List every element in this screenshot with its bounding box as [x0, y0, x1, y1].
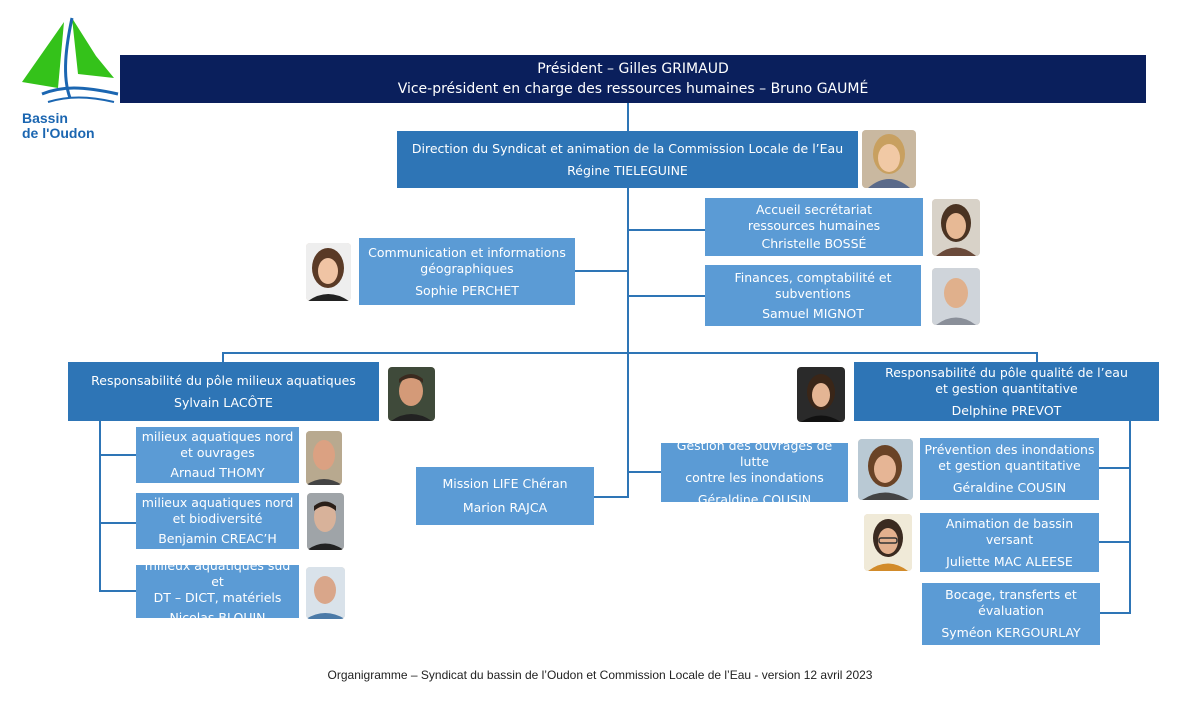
president-box: Président – Gilles GRIMAUD Vice-présiden…: [120, 55, 1146, 103]
milieux-biodiversite-box: milieux aquatiques nord et biodiversité …: [136, 493, 299, 549]
photo-juliette-mac-aleese: [864, 514, 912, 571]
pole-qualite-title-2: et gestion quantitative: [935, 380, 1078, 396]
connector-sud: [99, 590, 136, 592]
bocage-name: Syméon KERGOURLAY: [941, 625, 1081, 640]
photo-regine-tieleguine: [862, 130, 916, 188]
sailboat-icon: [22, 17, 119, 103]
connector-main-trunk: [627, 188, 629, 498]
milieux-sud-title-2: DT – DICT, matériels: [153, 589, 282, 605]
connector-communication: [575, 270, 627, 272]
connector-right-branch: [1129, 421, 1131, 614]
finances-title-2: subventions: [775, 285, 851, 301]
connector-mission-life: [594, 496, 629, 498]
communication-name: Sophie PERCHET: [415, 282, 519, 298]
milieux-sud-title-1: milieux aquatiques sud et: [144, 557, 291, 589]
milieux-sud-name: Nicolas BLOUIN: [169, 609, 266, 625]
photo-sophie-perchet: [306, 243, 351, 301]
logo-line-2: de l'Oudon: [22, 125, 95, 141]
milieux-biodiversite-title-1: milieux aquatiques nord: [141, 495, 294, 510]
finances-box: Finances, comptabilité et subventions Sa…: [705, 265, 921, 326]
milieux-biodiversite-name: Benjamin CREAC’H: [158, 531, 277, 546]
connector-pole-qualite: [1036, 352, 1038, 362]
gestion-ouvrages-name: Géraldine COUSIN: [697, 491, 812, 507]
direction-box: Direction du Syndicat et animation de la…: [397, 131, 858, 188]
prevention-title-1: Prévention des inondations: [924, 442, 1095, 457]
pole-milieux-title: Responsabilité du pôle milieux aquatique…: [91, 372, 356, 388]
pole-qualite-box: Responsabilité du pôle qualité de l’eau …: [854, 362, 1159, 421]
photo-delphine-prevot: [797, 367, 845, 422]
gestion-ouvrages-title-1: Gestion des ouvrages de lutte: [676, 437, 833, 469]
milieux-sud-box: milieux aquatiques sud et DT – DICT, mat…: [136, 558, 299, 625]
connector-gestion-ouvrages: [627, 471, 661, 473]
connector-ouvrages: [99, 454, 136, 456]
president-label: Président – Gilles GRIMAUD: [537, 61, 729, 77]
photo-nicolas-blouin: [306, 567, 345, 619]
connector-header-direction: [627, 103, 629, 131]
communication-title-1: Communication et informations: [368, 244, 566, 260]
photo-geraldine-cousin: [858, 439, 913, 500]
animation-box: Animation de bassin versant Juliette MAC…: [920, 513, 1099, 572]
direction-title: Direction du Syndicat et animation de la…: [411, 140, 844, 156]
connector-accueil: [627, 229, 705, 231]
photo-benjamin-creach: [307, 493, 344, 550]
gestion-ouvrages-title-2: contre les inondations: [685, 469, 824, 485]
milieux-biodiversite-title-2: et biodiversité: [172, 511, 263, 526]
connector-poles-horizontal: [222, 352, 1037, 354]
bassin-oudon-logo: Bassin de l'Oudon: [22, 16, 122, 141]
bocage-box: Bocage, transferts et évaluation Syméon …: [922, 583, 1100, 645]
photo-arnaud-thomy: [306, 431, 342, 485]
prevention-title-2: et gestion quantitative: [938, 458, 1081, 473]
milieux-ouvrages-title-1: milieux aquatiques nord: [141, 429, 294, 444]
pole-qualite-name: Delphine PREVOT: [951, 402, 1062, 418]
communication-title-2: géographiques: [420, 260, 514, 276]
accueil-name: Christelle BOSSÉ: [761, 236, 867, 251]
accueil-title-2: ressources humaines: [747, 218, 881, 233]
connector-bocage: [1099, 612, 1131, 614]
photo-sylvain-lacote: [388, 367, 435, 421]
connector-prevention: [1099, 467, 1131, 469]
pole-milieux-name: Sylvain LACÔTE: [174, 394, 273, 410]
pole-milieux-box: Responsabilité du pôle milieux aquatique…: [68, 362, 379, 421]
mission-life-box: Mission LIFE Chéran Marion RAJCA: [416, 467, 594, 525]
milieux-ouvrages-box: milieux aquatiques nord et ouvrages Arna…: [136, 427, 299, 483]
connector-finances: [627, 295, 705, 297]
mission-life-name: Marion RAJCA: [462, 500, 548, 515]
finances-name: Samuel MIGNOT: [762, 305, 864, 321]
milieux-ouvrages-title-2: et ouvrages: [180, 445, 255, 460]
gestion-ouvrages-box: Gestion des ouvrages de lutte contre les…: [661, 438, 848, 507]
prevention-name: Géraldine COUSIN: [952, 480, 1067, 495]
photo-samuel-mignot: [932, 268, 980, 325]
animation-title: Animation de bassin versant: [945, 515, 1074, 547]
connector-pole-milieux: [222, 352, 224, 362]
logo-line-1: Bassin: [22, 110, 68, 126]
pole-qualite-title-1: Responsabilité du pôle qualité de l’eau: [885, 364, 1128, 380]
connector-biodiversite: [99, 522, 136, 524]
prevention-box: Prévention des inondations et gestion qu…: [920, 438, 1099, 500]
footer-caption: Organigramme – Syndicat du bassin de l’O…: [327, 668, 873, 682]
communication-box: Communication et informations géographiq…: [359, 238, 575, 305]
bocage-title-1: Bocage, transferts et: [945, 587, 1077, 602]
accueil-box: Accueil secrétariat ressources humaines …: [705, 198, 923, 256]
milieux-ouvrages-name: Arnaud THOMY: [170, 465, 265, 480]
bocage-title-2: évaluation: [978, 603, 1044, 618]
mission-life-title: Mission LIFE Chéran: [442, 476, 568, 491]
animation-name: Juliette MAC ALEESE: [946, 553, 1073, 569]
accueil-title-1: Accueil secrétariat: [756, 202, 872, 217]
connector-animation: [1099, 541, 1131, 543]
finances-title-1: Finances, comptabilité et: [734, 269, 892, 285]
connector-left-branch: [99, 421, 101, 591]
direction-name: Régine TIELEGUINE: [567, 162, 688, 178]
photo-christelle-bosse: [932, 199, 980, 256]
vice-president-label: Vice-président en charge des ressources …: [397, 81, 869, 97]
